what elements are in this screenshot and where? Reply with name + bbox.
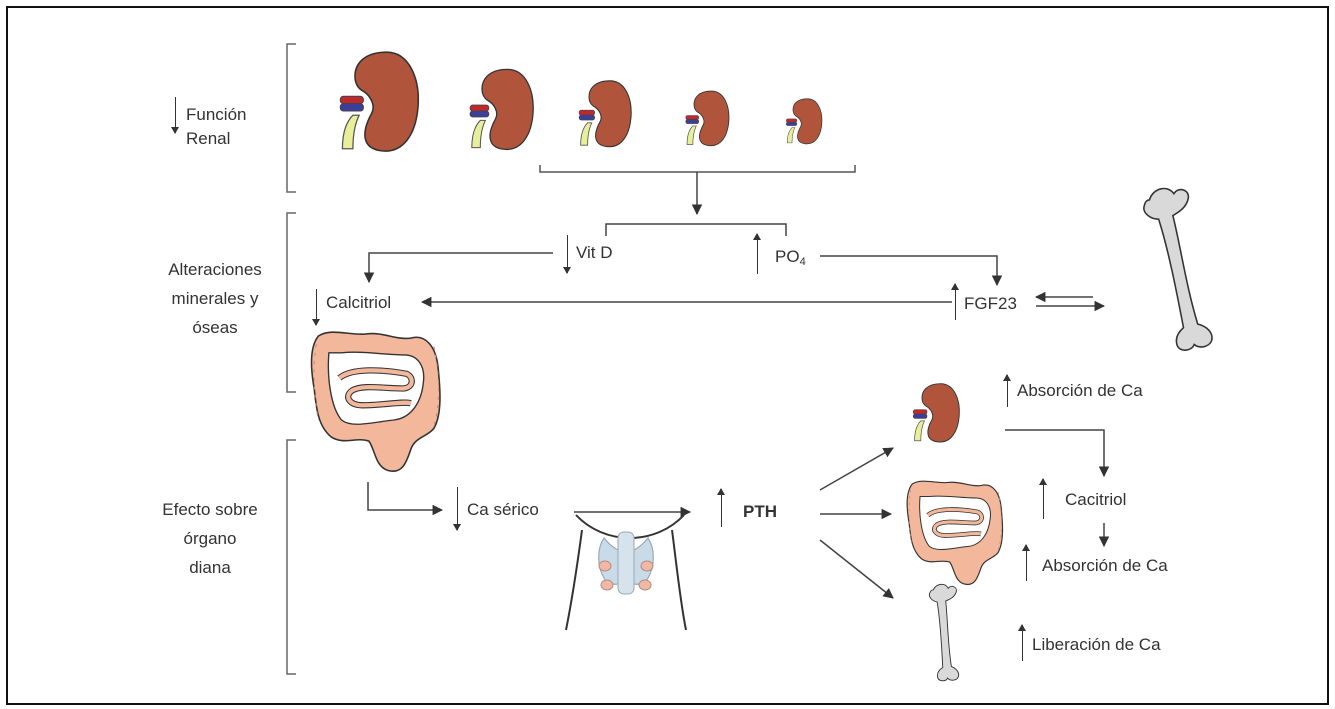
section-mineral-line1: Alteraciones (150, 255, 280, 284)
arrow-up-fgf23 (955, 284, 956, 320)
arrow-down-vitd (567, 235, 568, 273)
bone-large (1139, 183, 1224, 353)
node-absorcion-renal: Absorción de Ca (1017, 378, 1143, 404)
section-target-line3: diana (145, 553, 275, 582)
arrow-down-calcitriol (316, 289, 317, 325)
label-funcion-renal: Función Renal (186, 103, 246, 151)
section-target-line1: Efecto sobre (145, 495, 275, 524)
kidney-5 (786, 99, 822, 144)
section-mineral-line2: minerales y (150, 284, 280, 313)
arrow-vitd-to-calcitriol (369, 253, 553, 282)
intestine-target (907, 481, 1002, 584)
section-target-line2: órgano (145, 524, 275, 553)
arrow-pth-to-bone (820, 540, 893, 598)
arrow-up-absorcion-intestinal (1026, 545, 1027, 581)
kidney-4 (686, 91, 729, 146)
arrow-up-po4 (757, 234, 758, 274)
node-vitd: Vit D (576, 240, 613, 266)
bracket-renal (287, 44, 296, 192)
kidney-1 (340, 52, 418, 151)
arrow-down-funcion (175, 97, 176, 133)
node-ca-serico: Ca sérico (467, 497, 539, 523)
node-fgf23: FGF23 (964, 291, 1017, 317)
intestine-left (311, 332, 440, 471)
arrow-up-liberacion (1022, 625, 1023, 661)
node-po4: PO4 (775, 244, 806, 275)
arrow-intestine-to-ca-serico (368, 482, 442, 510)
arrow-down-ca-serico (457, 487, 458, 530)
arrow-up-cacitriol (1043, 479, 1044, 519)
bracket-target (287, 440, 296, 674)
arrow-pth-to-kidney (820, 448, 893, 490)
kidney-3 (579, 81, 631, 147)
node-pth: PTH (743, 499, 777, 525)
kidney-2 (470, 69, 533, 149)
arrow-kidney-to-cacitriol (1005, 430, 1104, 476)
label-efecto: Efecto sobre órgano diana (145, 495, 275, 582)
arrow-up-pth (721, 489, 722, 527)
node-absorcion-intestinal: Absorción de Ca (1042, 553, 1168, 579)
section-mineral-line3: óseas (150, 313, 280, 342)
arrow-up-absorcion-renal (1007, 375, 1008, 407)
bone-small (928, 583, 966, 682)
section-renal-line1: Función (186, 103, 246, 127)
node-cacitriol: Cacitriol (1065, 487, 1126, 513)
label-alteraciones: Alteraciones minerales y óseas (150, 255, 280, 342)
arrow-po4-to-fgf23 (820, 256, 997, 285)
kidney-group-bracket (540, 165, 855, 172)
node-liberacion: Liberación de Ca (1032, 632, 1161, 658)
node-po4-main: PO (775, 247, 800, 266)
neck-thyroid (566, 515, 686, 630)
node-po4-sub: 4 (800, 256, 806, 268)
node-calcitriol: Calcitriol (326, 290, 391, 316)
section-renal-line2: Renal (186, 127, 246, 151)
bracket-mineral (287, 213, 296, 392)
kidney-target (913, 384, 959, 442)
